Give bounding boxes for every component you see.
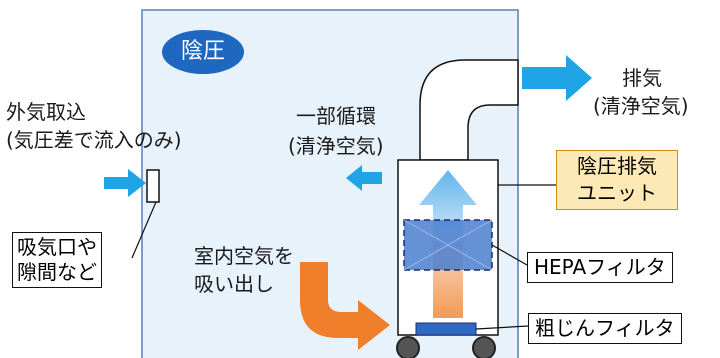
wheel-left	[396, 336, 420, 358]
room-air-suction-arrow	[300, 262, 390, 350]
exhaust-unit-label-line1: 陰圧排気	[577, 154, 657, 178]
hepa-filter-label: HEPAフィルタ	[527, 252, 673, 283]
exhaust-duct	[419, 59, 519, 161]
hepa-leader	[491, 244, 528, 266]
exhaust-unit-label: 陰圧排気 ユニット	[556, 150, 678, 210]
recirculation-subtitle: (清浄空気)	[288, 134, 384, 158]
coarse-filter-label: 粗じんフィルタ	[528, 313, 682, 344]
intake-vent	[146, 169, 160, 203]
coarse-filter	[415, 322, 477, 336]
coarse-leader	[475, 325, 529, 330]
negative-pressure-badge	[162, 30, 244, 74]
gap-note: 吸気口や 隙間など	[12, 232, 102, 288]
exhaust-subtitle: (清浄空気)	[593, 94, 689, 118]
exhaust-arrow	[522, 55, 592, 101]
room-air-suction-line2: 吸い出し	[194, 272, 274, 296]
wheel-right	[472, 336, 496, 358]
outside-air-intake-subtitle: (気圧差で流入のみ)	[6, 128, 182, 152]
intake-arrow	[104, 169, 146, 197]
room-air-suction-line1: 室内空気を	[194, 244, 294, 268]
exhaust-unit-label-line2: ユニット	[577, 181, 657, 205]
outside-air-intake-title: 外気取込	[6, 100, 86, 124]
exhaust-title: 排気	[622, 66, 662, 90]
negative-pressure-badge-label: 陰圧	[180, 39, 225, 64]
recirculation-arrow	[346, 165, 382, 191]
gap-note-leader	[131, 201, 157, 259]
gap-note-line1: 吸気口や	[17, 235, 97, 259]
gap-note-line2: 隙間など	[17, 260, 97, 284]
recirculation-title: 一部循環	[296, 104, 376, 128]
